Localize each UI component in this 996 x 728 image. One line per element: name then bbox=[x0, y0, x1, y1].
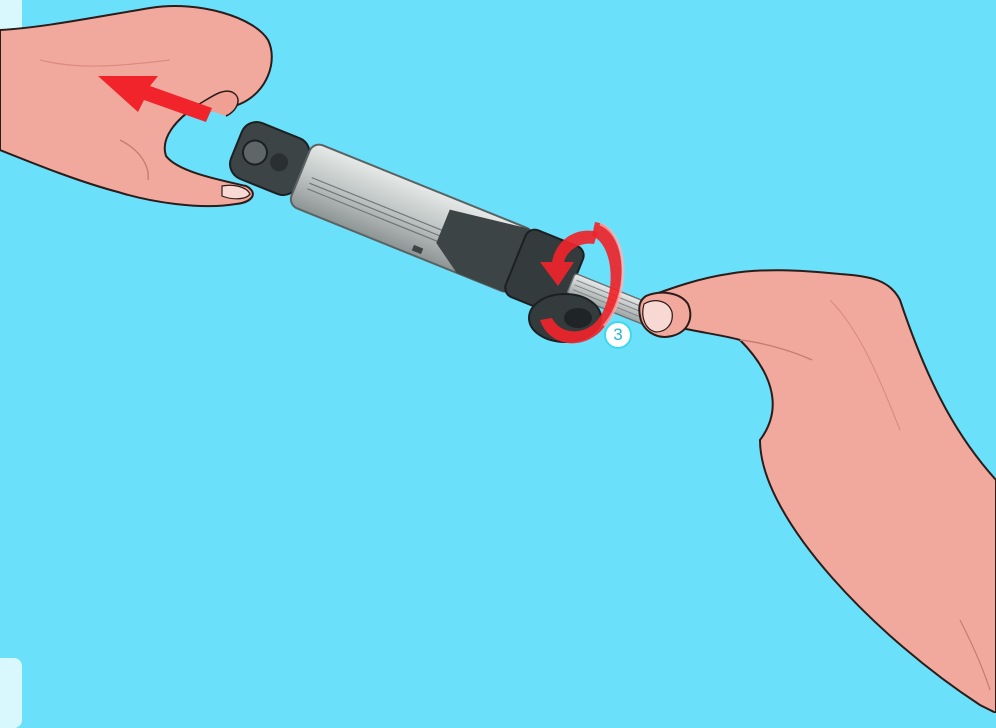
right-hand bbox=[639, 270, 996, 713]
step-number-badge: 3 bbox=[604, 321, 632, 349]
assembly-illustration bbox=[0, 0, 996, 713]
